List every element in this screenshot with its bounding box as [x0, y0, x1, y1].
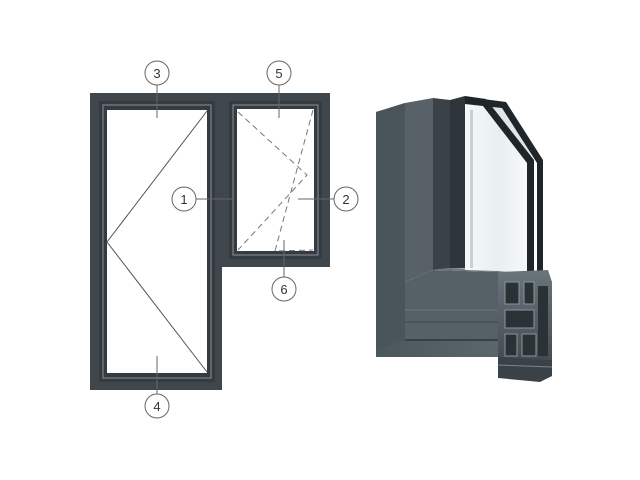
sash-side-profile [450, 96, 465, 268]
svg-text:5: 5 [275, 66, 282, 81]
sash-bottom-rail [405, 270, 498, 340]
callout-5: 5 [266, 60, 292, 86]
glazing-seal [465, 96, 534, 275]
profile-chambers [505, 282, 548, 356]
door-glass [107, 110, 207, 373]
door-opening-line [106, 110, 208, 373]
callout-6: 6 [271, 276, 297, 302]
frame-vertical-band [376, 103, 405, 350]
svg-text:3: 3 [153, 66, 160, 81]
callout-1: 1 [171, 186, 197, 212]
profile-foot [498, 357, 552, 382]
callout-3: 3 [144, 60, 170, 86]
glass-pane-mid [485, 101, 534, 272]
window-opening-lines [237, 109, 314, 252]
svg-text:2: 2 [342, 192, 349, 207]
callout-4: 4 [144, 393, 170, 419]
frame-inner-step-shadow [433, 98, 450, 270]
svg-text:4: 4 [153, 399, 160, 414]
callout-2: 2 [333, 186, 359, 212]
glazing-seal-2 [483, 99, 543, 275]
window-glass [237, 109, 314, 251]
callouts [156, 85, 334, 394]
profile-section-render [376, 96, 553, 382]
svg-text:1: 1 [180, 192, 187, 207]
glass-spacer [470, 110, 473, 268]
window-elevation [90, 93, 330, 390]
window-sash-inner-line [232, 104, 319, 256]
profile-chamber-highlights [504, 281, 537, 357]
svg-text:6: 6 [280, 282, 287, 297]
frame-inner-step [405, 98, 433, 282]
